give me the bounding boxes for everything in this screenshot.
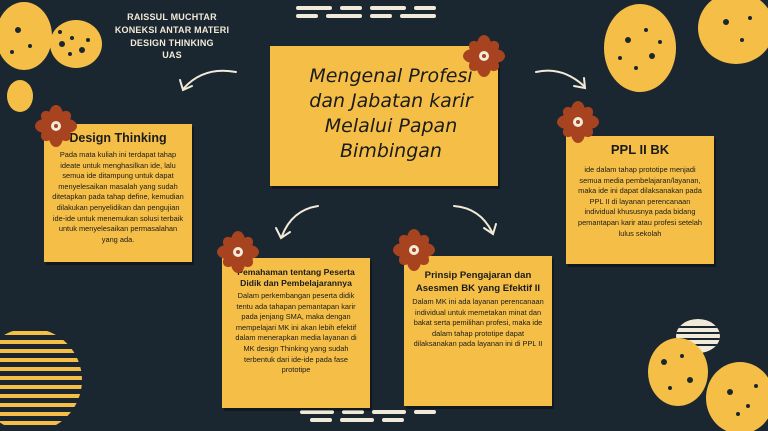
pebble-shape (698, 0, 768, 64)
main-title-note: Mengenal Profesi dan Jabatan karir Melal… (270, 46, 498, 186)
arrow-connector (275, 205, 319, 240)
striped-circle (0, 331, 82, 425)
arrow-connector (453, 205, 497, 236)
pebble-shape (604, 4, 676, 92)
card-prinsip: Prinsip Pengajaran dan Asesmen BK yang E… (404, 256, 552, 406)
card-body: Dalam perkembangan peserta didik tentu a… (235, 291, 357, 375)
arrow-connector (179, 69, 237, 92)
card-body: Dalam MK ini ada layanan perencanaan ind… (412, 297, 544, 349)
card-body: ide dalam tahap prototipe menjadi semua … (577, 165, 703, 238)
card-title: Design Thinking (69, 131, 167, 145)
pebble-shape (706, 362, 768, 431)
pebble-shape (648, 338, 708, 406)
pebble-shape (0, 2, 52, 70)
pebble-shape (50, 20, 102, 68)
card-title: Prinsip Pengajaran dan Asesmen BK yang E… (415, 270, 541, 294)
card-title: Pemahaman tentang Peserta Didik dan Pemb… (237, 267, 355, 288)
arrow-connector (535, 69, 587, 90)
author-subtitle: DESIGN THINKING (130, 37, 214, 48)
author-name: RAISSUL MUCHTAR (127, 12, 217, 22)
card-ppl: PPL II BK ide dalam tahap prototipe menj… (566, 136, 714, 264)
author-subtitle: KONEKSI ANTAR MATERI (114, 24, 230, 35)
main-title: Mengenal Profesi dan Jabatan karir Melal… (309, 65, 473, 162)
card-design-thinking: Design Thinking Pada mata kuliah ini ter… (44, 124, 192, 262)
card-pemahaman: Pemahaman tentang Peserta Didik dan Pemb… (222, 258, 370, 408)
pebble-shape (7, 80, 33, 112)
author-info: RAISSUL MUCHTAR KONEKSI ANTAR MATERI DES… (112, 11, 232, 62)
card-body: Pada mata kuliah ini terdapat tahap idea… (52, 150, 184, 244)
author-subtitle: UAS (162, 50, 182, 61)
card-title: PPL II BK (610, 142, 670, 157)
